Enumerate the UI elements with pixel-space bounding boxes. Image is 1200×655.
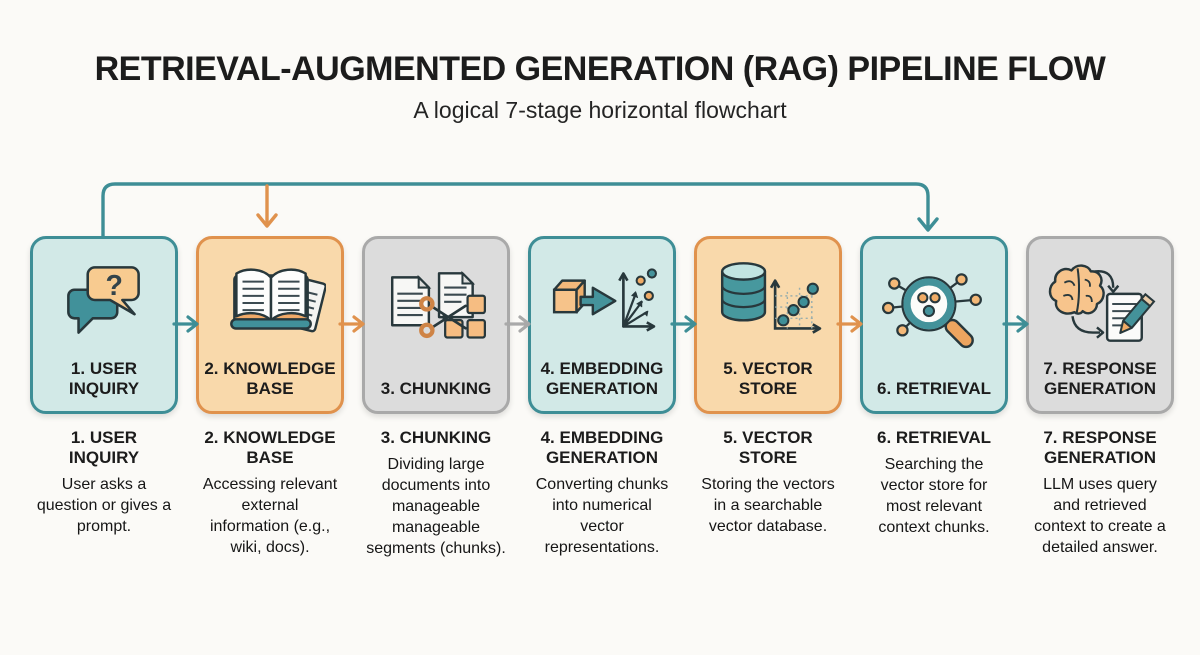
- stage-box-vector-store: 5. VECTOR STORE: [694, 236, 842, 414]
- stage-box-label: 1. USER INQUIRY: [68, 358, 140, 398]
- stage-description-text: LLM uses query and retrieved context to …: [1034, 476, 1166, 556]
- query-bypass-connector-line: [101, 182, 930, 238]
- brain-document-pencil-icon: [1044, 239, 1156, 359]
- stage-description-text: Accessing relevant external information …: [202, 476, 338, 556]
- flow-arrow-4-5: [670, 315, 697, 333]
- documents-scissors-icon: [380, 239, 492, 379]
- flow-arrow-5-6: [836, 315, 863, 333]
- flow-arrow-1-2: [172, 315, 199, 333]
- open-book-icon: [214, 239, 326, 359]
- stage-box-knowledge-base: 2. KNOWLEDGE BASE: [196, 236, 344, 414]
- stage-description-text: Converting chunks into numerical vector …: [535, 476, 669, 556]
- cube-to-vector-axes-icon: [546, 239, 658, 359]
- svg-text:?: ?: [105, 270, 122, 302]
- stage-box-label: 2. KNOWLEDGE BASE: [204, 358, 336, 398]
- stage-description-title: 6. RETRIEVAL: [877, 428, 991, 447]
- flow-arrow-2-3: [338, 315, 365, 333]
- top-connectors: [101, 182, 939, 238]
- magnifier-network-icon: [878, 239, 990, 379]
- stage-description-title: 3. CHUNKING: [380, 428, 492, 447]
- stage-box-embedding-generation: 4. EMBEDDING GENERATION: [528, 236, 676, 414]
- stage-description-text: Searching the vector store for most rele…: [878, 456, 990, 536]
- stage-description-title: 1. USER INQUIRY: [68, 428, 140, 468]
- stage-description-title: 5. VECTOR STORE: [723, 428, 813, 468]
- stage-description-vector-store: 5. VECTOR STORE Storing the vectors in a…: [693, 428, 843, 538]
- stage-description-title: 2. KNOWLEDGE BASE: [204, 428, 336, 468]
- flow-arrow-3-4: [504, 315, 531, 333]
- stage-description-text: Dividing large documents into manageable…: [366, 456, 506, 557]
- stage-description-user-inquiry: 1. USER INQUIRY User asks a question or …: [29, 428, 179, 538]
- stage-description-title: 4. EMBEDDING GENERATION: [540, 428, 664, 468]
- stage-box-label: 3. CHUNKING: [380, 378, 492, 398]
- stage-description-text: User asks a question or gives a prompt.: [36, 476, 172, 535]
- stage-description-knowledge-base: 2. KNOWLEDGE BASE Accessing relevant ext…: [195, 428, 345, 559]
- stage-description-text: Storing the vectors in a searchable vect…: [701, 476, 835, 535]
- flow-arrows: [172, 315, 1029, 333]
- database-scatter-plot-icon: [712, 239, 824, 359]
- ingest-down-arrowhead-icon: [256, 213, 278, 228]
- stage-description-retrieval: 6. RETRIEVAL Searching the vector store …: [859, 428, 1009, 539]
- stage-box-user-inquiry: ? 1. USER INQUIRY: [30, 236, 178, 414]
- stage-box-label: 4. EMBEDDING GENERATION: [540, 358, 664, 398]
- query-bypass-arrowhead-icon: [917, 217, 939, 232]
- stage-box-label: 5. VECTOR STORE: [723, 358, 813, 398]
- chat-bubbles-icon: ?: [48, 239, 160, 359]
- page-title: RETRIEVAL-AUGMENTED GENERATION (RAG) PIP…: [94, 50, 1106, 88]
- flow-arrow-6-7: [1002, 315, 1029, 333]
- stage-description-title: 7. RESPONSE GENERATION: [1043, 428, 1157, 468]
- stage-description-chunking: 3. CHUNKING Dividing large documents int…: [361, 428, 511, 560]
- stage-description-response-generation: 7. RESPONSE GENERATION LLM uses query an…: [1025, 428, 1175, 559]
- page-subtitle: A logical 7-stage horizontal flowchart: [413, 97, 787, 123]
- stage-description-embedding-generation: 4. EMBEDDING GENERATION Converting chunk…: [527, 428, 677, 559]
- stage-box-label: 7. RESPONSE GENERATION: [1043, 358, 1157, 398]
- stage-box-label: 6. RETRIEVAL: [877, 378, 991, 398]
